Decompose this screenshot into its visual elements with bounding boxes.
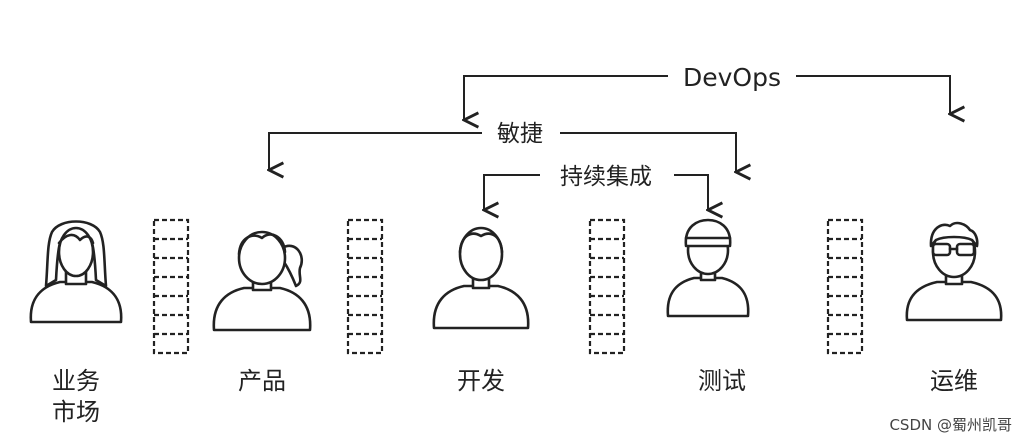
- separator-4: [826, 218, 864, 355]
- ci-connector-right: [674, 174, 708, 210]
- agile-bracket: 敏捷: [269, 121, 736, 172]
- separator-2: [346, 218, 384, 355]
- devops-connector-right: [796, 75, 950, 114]
- devops-bracket: DevOps: [464, 63, 950, 120]
- operations-role-label: 运维: [930, 367, 978, 395]
- business-role-label: 业务: [52, 367, 100, 395]
- testing-role-label: 测试: [698, 367, 746, 395]
- product-role-label: 产品: [238, 367, 286, 395]
- development-role-label: 开发: [457, 367, 505, 395]
- market-role-label: 市场: [52, 398, 100, 426]
- agile-connector-right: [560, 132, 736, 172]
- tester-person-icon: [666, 218, 750, 318]
- separator-1: [152, 218, 190, 355]
- separator-3: [588, 218, 626, 355]
- product-person-icon: [212, 230, 312, 332]
- agile-label: 敏捷: [497, 121, 543, 147]
- devops-label: DevOps: [683, 63, 781, 92]
- ci-connector-left: [484, 174, 540, 210]
- ci-bracket: 持续集成: [484, 164, 708, 210]
- agile-connector-left: [269, 132, 482, 170]
- ci-label: 持续集成: [560, 164, 652, 190]
- operations-person-icon: [905, 221, 1003, 322]
- developer-person-icon: [432, 226, 530, 330]
- devops-connector-left: [464, 75, 668, 120]
- business-person-icon: [29, 220, 123, 324]
- watermark-text: CSDN @蜀州凯哥: [889, 416, 1012, 434]
